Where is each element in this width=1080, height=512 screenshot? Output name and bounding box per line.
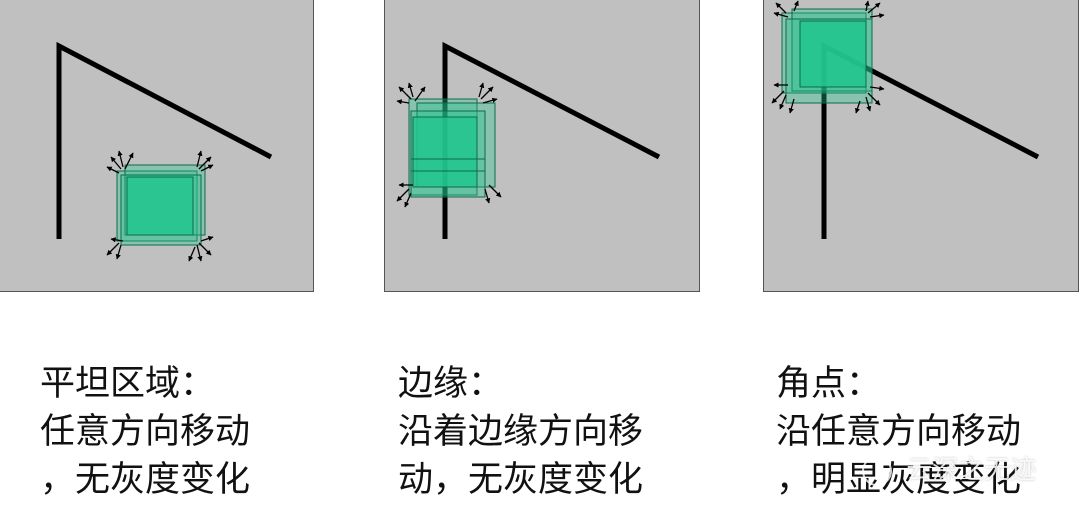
edge-caption: 边缘： 沿着边缘方向移 动，无灰度变化	[398, 360, 698, 504]
shifted-window-stack	[116, 164, 206, 246]
caption-line: ，明显灰度变化	[776, 460, 1022, 500]
caption-line: 动，无灰度变化	[398, 460, 644, 500]
shift-direction-arrows	[106, 150, 214, 262]
caption-line: 沿任意方向移动	[776, 412, 1022, 452]
corner-caption: 角点： 沿任意方向移动 ，明显灰度变化	[776, 360, 1076, 504]
edge-illustration	[396, 41, 661, 239]
flat-region-panel	[0, 0, 314, 292]
corner-panel	[763, 0, 1079, 292]
shifted-window-stack	[408, 98, 496, 198]
watermark-text: 云深之无迹	[906, 455, 1037, 486]
caption-line: 任意方向移动	[40, 412, 251, 452]
corner-shape-line	[56, 41, 273, 239]
caption-title: 平坦区域：	[40, 364, 216, 404]
watermark: 云深之无迹	[862, 450, 1062, 490]
edge-panel	[384, 0, 700, 292]
caption-line: 沿着边缘方向移	[398, 412, 644, 452]
shift-direction-arrows	[771, 0, 885, 114]
caption-title: 角点：	[776, 364, 882, 404]
shift-direction-arrows	[396, 82, 502, 208]
caption-line: ，无灰度变化	[40, 460, 251, 500]
shifted-window-stack	[781, 8, 873, 104]
caption-title: 边缘：	[398, 364, 504, 404]
wechat-icon	[862, 455, 892, 486]
flat-region-illustration	[56, 41, 273, 262]
corner-illustration	[771, 0, 1040, 239]
flat-region-caption: 平坦区域： 任意方向移动 ，无灰度变化	[40, 360, 340, 504]
